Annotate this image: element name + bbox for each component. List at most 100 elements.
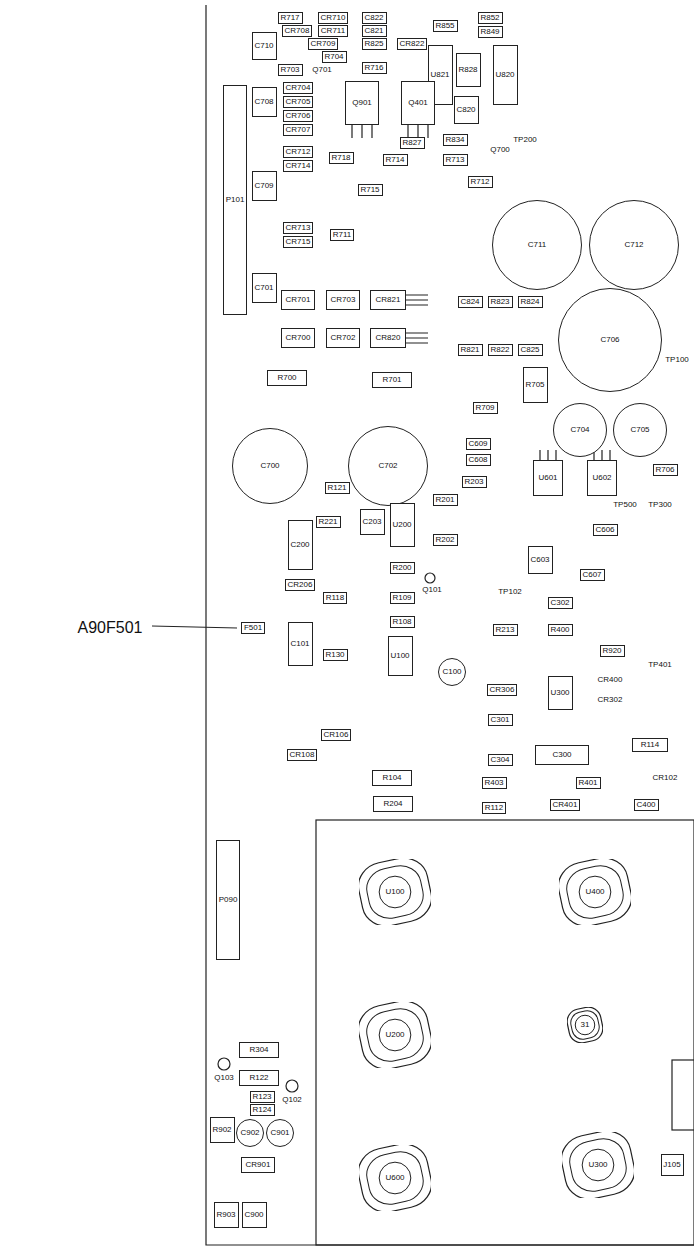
component-outline: U200 xyxy=(390,503,415,547)
reference-designator: R304 xyxy=(249,1046,268,1054)
component-outline: R108 xyxy=(390,616,415,628)
component-outline: R717 xyxy=(278,12,303,24)
reference-designator: R823 xyxy=(490,298,509,306)
reference-designator: C822 xyxy=(364,14,383,22)
component-outline: Q901 xyxy=(345,81,379,125)
component-outline: R130 xyxy=(323,649,348,661)
component-outline: CR820 xyxy=(370,328,406,348)
power-device-pad: U400 xyxy=(559,859,631,925)
capacitor-outline: C902 xyxy=(236,1119,264,1147)
component-outline: C822 xyxy=(362,12,387,24)
component-outline: R824 xyxy=(518,296,543,308)
reference-designator: C300 xyxy=(552,751,571,759)
component-outline: R823 xyxy=(488,296,513,308)
capacitor-outline: C704 xyxy=(553,403,607,457)
component-outline: R202 xyxy=(433,534,458,546)
reference-designator: C705 xyxy=(630,426,649,434)
component-outline: R855 xyxy=(433,20,458,32)
reference-designator: CR709 xyxy=(311,40,336,48)
reference-designator: C712 xyxy=(624,241,643,249)
reference-designator: CR822 xyxy=(400,40,425,48)
part-label: CR102 xyxy=(653,774,678,782)
reference-designator: C902 xyxy=(240,1129,259,1137)
component-outline: C821 xyxy=(362,25,387,37)
reference-designator: CR713 xyxy=(286,224,311,232)
component-outline: CR821 xyxy=(370,290,406,310)
component-outline: CR106 xyxy=(321,729,351,741)
reference-designator: R703 xyxy=(280,66,299,74)
reference-designator: CR710 xyxy=(321,14,346,22)
reference-designator: CR700 xyxy=(286,334,311,342)
reference-designator: C203 xyxy=(362,518,381,526)
reference-designator: R701 xyxy=(382,376,401,384)
reference-designator: R202 xyxy=(435,536,454,544)
component-outline: R849 xyxy=(478,26,503,38)
reference-designator: P090 xyxy=(219,896,238,904)
reference-designator: C304 xyxy=(490,756,509,764)
component-outline: R852 xyxy=(478,12,503,24)
component-outline: CR710 xyxy=(318,12,348,24)
reference-designator: C603 xyxy=(530,556,549,564)
component-outline: J105 xyxy=(661,1154,684,1176)
reference-designator: U820 xyxy=(495,71,514,79)
reference-designator: R709 xyxy=(475,404,494,412)
component-outline: R701 xyxy=(372,372,412,388)
reference-designator: C606 xyxy=(595,526,614,534)
reference-designator: C608 xyxy=(468,456,487,464)
component-outline: CR709 xyxy=(308,38,338,50)
component-outline: R203 xyxy=(462,476,487,488)
reference-designator: CR206 xyxy=(288,581,313,589)
component-outline: R122 xyxy=(239,1070,279,1086)
capacitor-outline: C711 xyxy=(492,200,582,290)
component-outline: R121 xyxy=(325,482,350,494)
reference-designator: R711 xyxy=(333,231,352,239)
reference-designator: R825 xyxy=(364,40,383,48)
reference-designator: R203 xyxy=(464,478,483,486)
component-outline: CR707 xyxy=(283,124,313,136)
power-device-pad: U100 xyxy=(359,859,431,925)
reference-designator: R213 xyxy=(495,626,514,634)
component-outline: C825 xyxy=(518,344,543,356)
component-outline: R827 xyxy=(400,137,425,149)
reference-designator: R902 xyxy=(212,1126,231,1134)
capacitor-outline: C705 xyxy=(613,403,667,457)
capacitor-outline: C702 xyxy=(348,426,428,506)
part-label: CR400 xyxy=(598,676,623,684)
component-outline: R711 xyxy=(330,229,354,241)
component-outline: R403 xyxy=(482,777,507,789)
part-label: TP300 xyxy=(648,501,672,509)
reference-designator: C825 xyxy=(520,346,539,354)
reference-designator: CR715 xyxy=(286,238,311,246)
reference-designator: C708 xyxy=(254,98,273,106)
reference-designator: CR714 xyxy=(286,162,311,170)
reference-designator: C706 xyxy=(600,336,619,344)
reference-designator: R114 xyxy=(641,741,660,749)
component-outline: R709 xyxy=(473,402,498,414)
reference-designator: CR704 xyxy=(286,84,311,92)
reference-designator: R718 xyxy=(331,154,350,162)
component-outline: CR704 xyxy=(283,82,313,94)
part-label: TP500 xyxy=(613,501,637,509)
component-outline: R902 xyxy=(210,1117,235,1143)
reference-designator: U200 xyxy=(384,1031,405,1039)
part-label: Q700 xyxy=(490,146,510,154)
reference-designator: C200 xyxy=(290,541,309,549)
component-outline: R712 xyxy=(468,176,493,188)
reference-designator: 31 xyxy=(580,1021,591,1029)
component-outline: R821 xyxy=(458,344,483,356)
component-outline: CR701 xyxy=(281,290,315,310)
reference-designator: R104 xyxy=(382,774,401,782)
part-label: Q101 xyxy=(422,586,442,594)
component-outline: C710 xyxy=(252,32,277,60)
reference-designator: Q901 xyxy=(352,99,372,107)
part-label: TP401 xyxy=(648,661,672,669)
part-label: Q103 xyxy=(214,1074,234,1082)
component-outline: R703 xyxy=(278,64,303,76)
component-outline: C200 xyxy=(288,520,313,570)
component-outline: CR705 xyxy=(283,96,313,108)
component-outline: C606 xyxy=(593,524,618,536)
reference-designator: R704 xyxy=(324,53,343,61)
reference-designator: R821 xyxy=(460,346,479,354)
reference-designator: CR712 xyxy=(286,148,311,156)
component-outline: U601 xyxy=(533,460,563,496)
